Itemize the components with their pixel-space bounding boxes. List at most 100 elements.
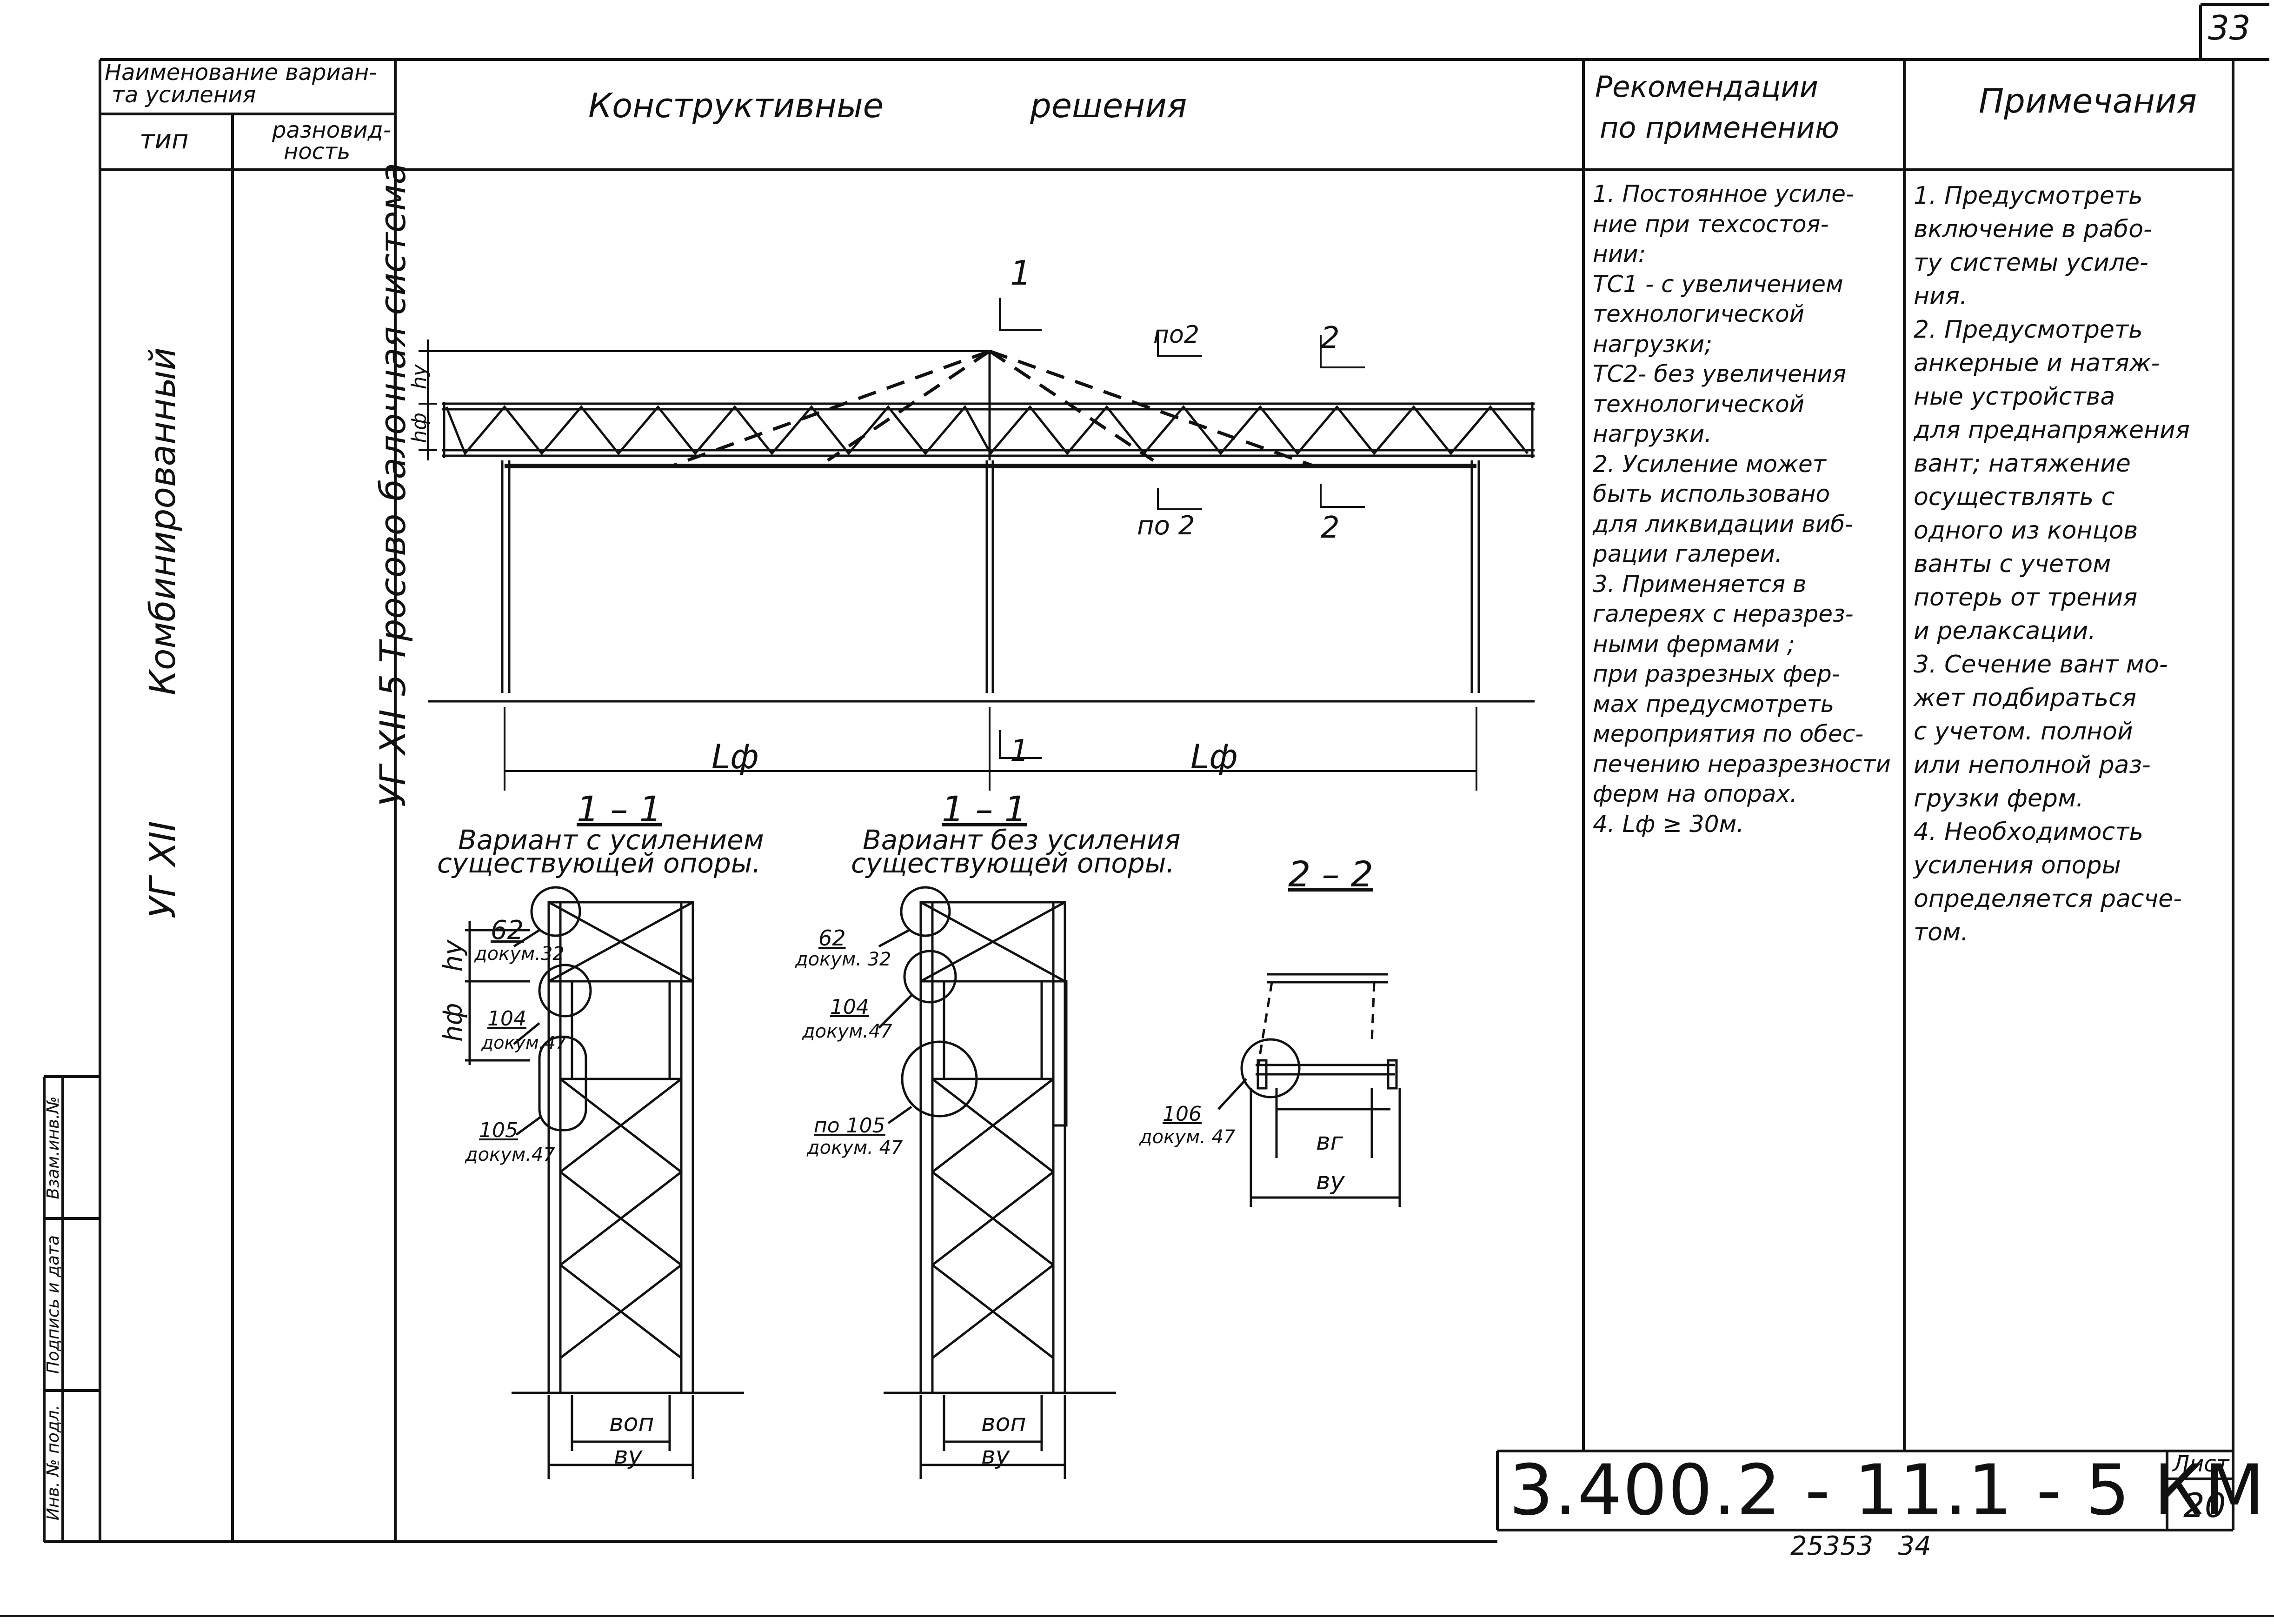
note-line: 3. Сечение вант мо- (1914, 651, 2168, 679)
note-line: 1. Предусмотреть (1914, 182, 2143, 210)
recommendations-list: 1. Постоянное усиле- ние при техсостоя- … (1593, 179, 1891, 839)
ref-104-doc: докум.47 (481, 1032, 567, 1053)
section-a-dim-hf: hф (438, 1003, 468, 1042)
recommendation-line: технологической (1593, 390, 1805, 418)
recommendation-line: ТС1 - с увеличением (1593, 270, 1843, 298)
section-a-dim-by: ву (614, 1442, 643, 1470)
note-line: ту системы усиле- (1914, 249, 2148, 277)
recommendation-line: ТС2- без увеличения (1593, 360, 1847, 387)
note-line: ния. (1914, 282, 1968, 310)
recommendation-line: при разрезных фер- (1593, 660, 1840, 687)
section-mark-po2-top: по2 (1153, 321, 1199, 349)
ref-105: 105 (479, 1118, 518, 1142)
section-c-title: 2 – 2 (1288, 853, 1374, 895)
dim-hy: hу (407, 364, 431, 389)
truss-web (445, 405, 1529, 456)
section-b-title: 1 – 1 (942, 788, 1027, 830)
section-a-title: 1 – 1 (577, 788, 662, 830)
section-mark-1-bottom: 1 (1010, 734, 1029, 768)
recommendation-line: технологической (1593, 300, 1805, 327)
recommendation-line: 3. Применяется в (1593, 570, 1807, 598)
section-mark-po2-bottom: по 2 (1137, 511, 1195, 541)
recommendation-line: для ликвидации виб- (1593, 510, 1854, 538)
ref-b-104-doc: докум.47 (802, 1021, 892, 1042)
section-b-dim-bop: вoп (981, 1409, 1026, 1437)
recommendation-line: нагрузки. (1593, 420, 1712, 447)
header-type: тип (140, 125, 189, 155)
ref-106-doc: докум. 47 (1139, 1126, 1236, 1148)
note-line: осуществлять с (1914, 483, 2115, 511)
cable-left-outer (673, 349, 991, 467)
dim-hf: hф (407, 413, 431, 443)
header-subtype-line2: ность (284, 139, 351, 165)
header-notes: Примечания (1979, 81, 2197, 120)
section-b-dim-by: ву (981, 1442, 1010, 1470)
note-line: том. (1914, 918, 1968, 946)
support-b-frame (919, 901, 1066, 1394)
recommendation-line: мероприятия по обес- (1593, 720, 1864, 747)
recommendation-line: ными фермами ; (1593, 630, 1795, 658)
span-right-label: Lф (1190, 737, 1238, 776)
header-solutions-part1: Конструктивные (588, 86, 884, 125)
inventory-number: 25353 34 (1790, 1531, 1931, 1561)
ref-104: 104 (487, 1007, 526, 1031)
ref-b-104: 104 (830, 995, 869, 1019)
notes-list: 1. Предусмотреть включение в рабо- ту си… (1914, 179, 2190, 949)
sheet-label: Лист (2173, 1451, 2229, 1477)
note-line: 2. Предусмотреть (1914, 316, 2143, 344)
recommendation-line: мах предусмотреть (1593, 690, 1835, 718)
header-subtype-line1: разновид- (272, 117, 392, 143)
recommendation-line: 1. Постоянное усиле- (1593, 180, 1855, 207)
note-line: жет подбираться (1914, 684, 2136, 712)
ref-b-105-doc: докум. 47 (807, 1137, 903, 1158)
ref-62: 62 (491, 915, 524, 945)
note-line: с учетом. полной (1914, 718, 2133, 745)
ref-b-105: по 105 (814, 1114, 885, 1138)
ref-62-doc: докум.32 (474, 943, 565, 965)
note-line: для преднапряжения (1914, 416, 2190, 444)
note-line: включение в рабо- (1914, 215, 2152, 243)
section-a-dim-bop: вoп (609, 1409, 654, 1437)
section-a-caption2: существующей опоры. (437, 847, 761, 879)
document-code: 3.400.2 - 11.1 - 5 КМ (1509, 1450, 2266, 1531)
note-line: грузки ферм. (1914, 785, 2084, 812)
section-a-caption1: Вариант с усилением (458, 824, 764, 856)
recommendation-line: нии: (1593, 240, 1646, 267)
section-b-caption1: Вариант без усиления (863, 824, 1181, 856)
header-variant-name-line2: та усиления (112, 82, 256, 108)
section-b-caption2: существующей опоры. (851, 847, 1175, 879)
note-line: ные устройства (1914, 383, 2115, 411)
ref-b-62: 62 (818, 925, 846, 951)
recommendation-line: печению неразрезности (1593, 750, 1891, 778)
note-line: определяется расче- (1914, 885, 2182, 913)
ref-106: 106 (1163, 1102, 1202, 1126)
recommendation-line: 4. Lф ≥ 30м. (1593, 810, 1744, 838)
sheet-number: 20 (2183, 1486, 2226, 1525)
ref-105-doc: докум.47 (465, 1144, 555, 1165)
recommendation-line: быть использовано (1593, 480, 1830, 507)
recommendation-line: ферм на опорах. (1593, 780, 1797, 807)
section-c-dim-by: ву (1316, 1167, 1345, 1195)
header-variant-name-line1: Наименование вариан- (105, 60, 377, 86)
section-mark-1-top: 1 (1010, 253, 1031, 293)
recommendation-line: рации галереи. (1593, 540, 1782, 567)
note-line: или неполной раз- (1914, 751, 2151, 779)
section-c-dim-bg: вг (1316, 1128, 1343, 1156)
note-line: анкерные и натяж- (1914, 349, 2160, 377)
recommendation-line: 2. Усиление может (1593, 450, 1826, 478)
section-mark-2-bottom: 2 (1321, 511, 1340, 545)
section-a-dim-hy: hу (438, 939, 468, 972)
note-line: потерь от трения (1914, 584, 2138, 612)
cable-right-outer (989, 349, 1312, 467)
note-line: вант; натяжение (1914, 450, 2131, 478)
section-mark-2-top: 2 (1321, 321, 1340, 355)
ref-b-62-doc: докум. 32 (795, 949, 891, 970)
note-line: и релаксации. (1914, 617, 2096, 645)
note-line: усиления опоры (1914, 852, 2121, 879)
recommendation-line: ние при техсостоя- (1593, 210, 1829, 238)
note-line: ванты с учетом (1914, 550, 2111, 578)
span-left-label: Lф (711, 737, 759, 776)
recommendation-line: галереях с неразрез- (1593, 600, 1854, 627)
